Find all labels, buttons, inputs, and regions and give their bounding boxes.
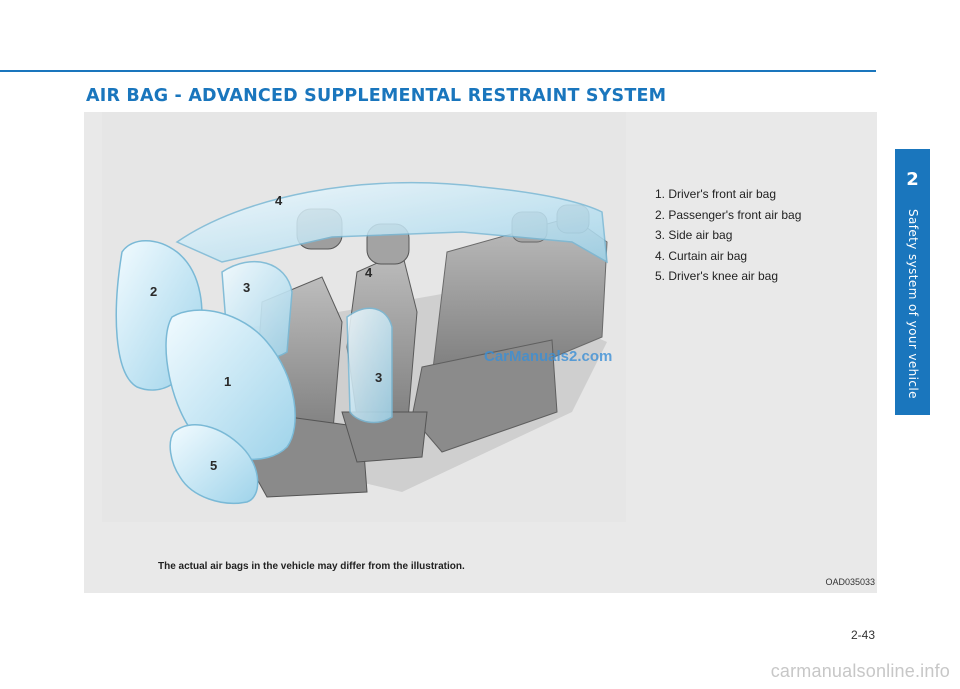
legend-item: 3. Side air bag [655,228,733,242]
curtain-airbag-shape [175,181,608,264]
legend-item: 1. Driver's front air bag [655,187,777,201]
page-title: AIR BAG - ADVANCED SUPPLEMENTAL RESTRAIN… [86,86,667,106]
chapter-number: 2 [906,169,919,190]
figure-code: OAD035033 [825,577,875,587]
knee-airbag-shape [169,424,259,504]
driver-front-airbag-shape [165,309,296,460]
callout-4-middle: 4 [365,265,373,280]
footer-site-text: carmanualsonline.info [770,661,950,681]
watermark-text: CarManuals2.com [484,348,613,365]
chapter-tab: 2 Safety system of your vehicle [895,149,930,415]
legend-item: 2. Passenger's front air bag [655,207,802,222]
callout-4-top: 4 [275,193,283,208]
airbag-legend: 1. Driver's front air bag 2. Passenger's… [655,184,801,287]
callout-5: 5 [210,458,217,473]
callout-3-driver: 3 [375,370,382,385]
header-rule [0,70,876,72]
legend-item: 4. Curtain air bag [655,248,748,263]
chapter-title: Safety system of your vehicle [906,209,920,399]
callout-3-passenger: 3 [243,280,250,295]
side-airbag-driver-shape [346,307,393,424]
figure-caption: The actual air bags in the vehicle may d… [158,561,465,572]
airbag-illustration: 2 3 4 4 1 3 5 [115,181,608,504]
callout-2: 2 [150,284,157,299]
callout-1: 1 [224,374,231,389]
page-number: 2-43 [850,628,875,642]
legend-item: 5. Driver's knee air bag [655,269,779,283]
